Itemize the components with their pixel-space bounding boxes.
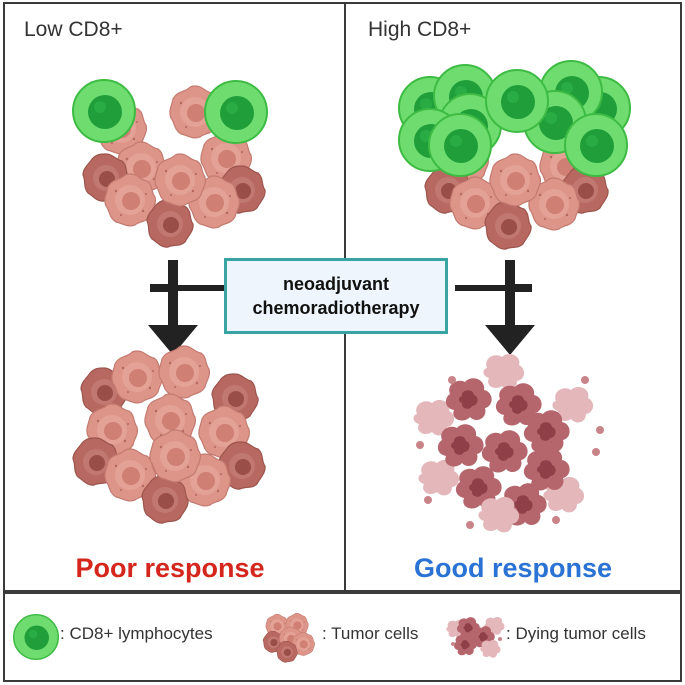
legend-tumor-label: : Tumor cells <box>322 624 419 643</box>
low-cd8-heading: Low CD8+ <box>24 18 123 41</box>
legend <box>3 592 682 682</box>
treatment-line-1: neoadjuvant <box>282 274 389 294</box>
treatment-label-box: neoadjuvant chemoradiotherapy <box>224 258 448 334</box>
right-down-arrow-icon <box>455 260 535 355</box>
left-down-arrow-icon <box>148 260 230 355</box>
good-response-label: Good response <box>413 553 613 583</box>
treatment-line-2: chemoradiotherapy <box>252 298 420 318</box>
legend-dying-label: : Dying tumor cells <box>506 624 646 643</box>
high-cd8-heading: High CD8+ <box>368 18 472 41</box>
poor-response-label: Poor response <box>75 553 265 583</box>
legend-cd8-label: : CD8+ lymphocytes <box>60 624 213 643</box>
